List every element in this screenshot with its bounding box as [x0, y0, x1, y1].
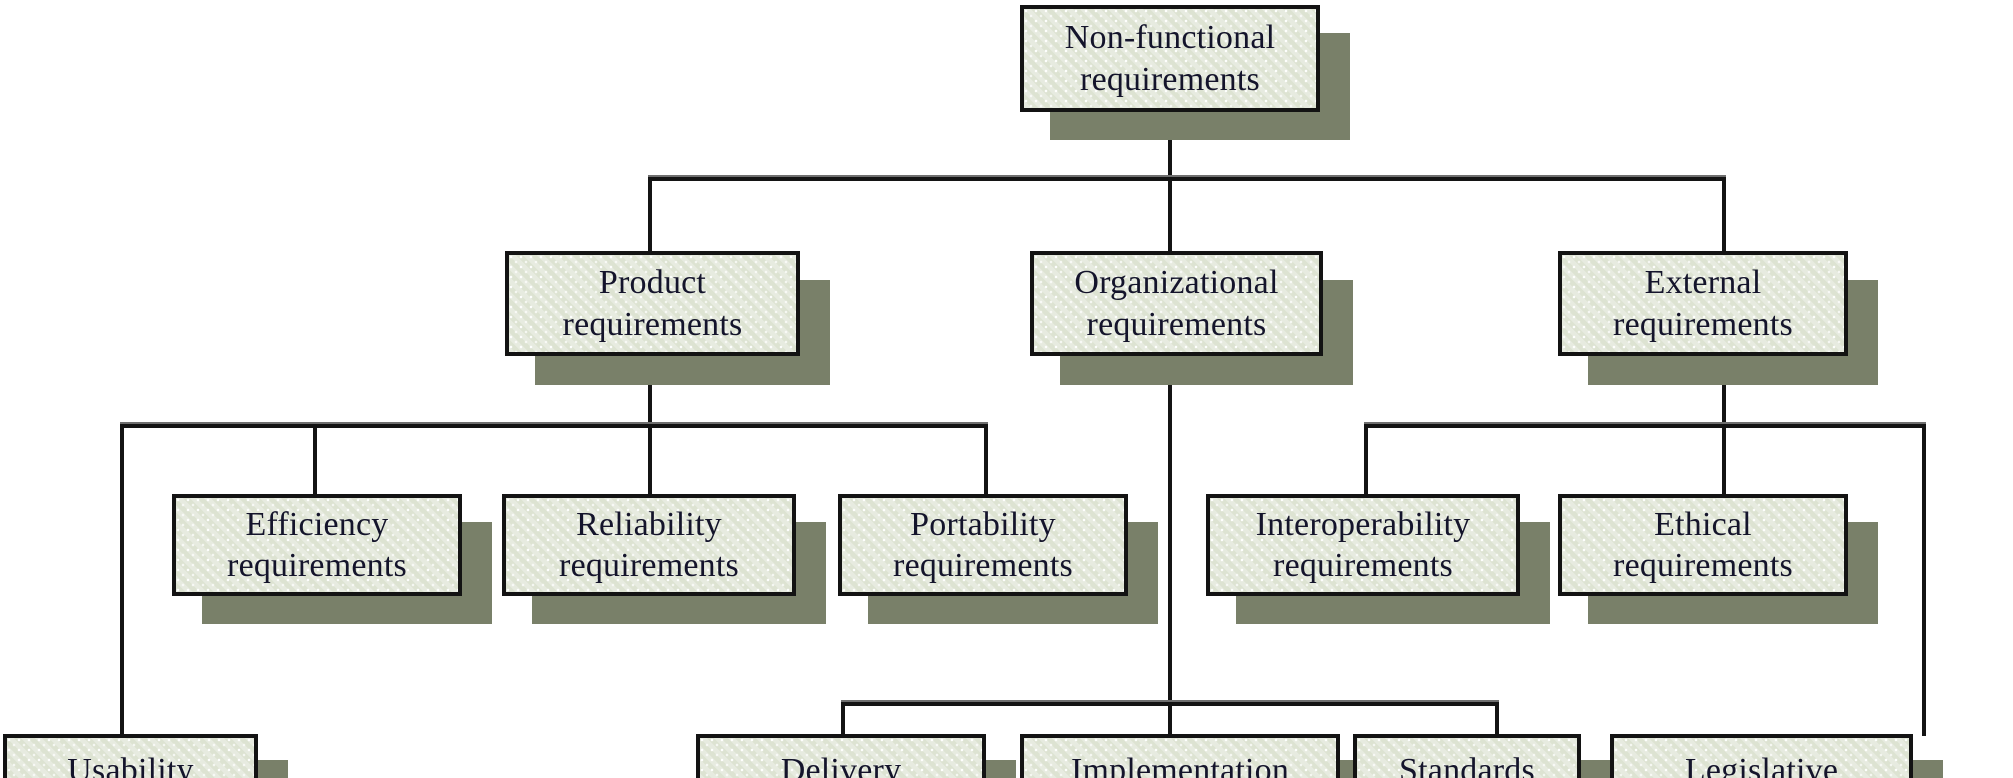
node-non-functional-requirements[interactable]: Non-functional requirements [1020, 5, 1320, 112]
edge-to-standards [1495, 702, 1499, 736]
node-label-line1: Non-functional [1064, 19, 1276, 57]
node-label-line2: requirements [1086, 305, 1267, 343]
node-label-line1: Efficiency [245, 505, 389, 543]
node-label-line1: Standards [1399, 752, 1535, 778]
edge-to-external [1722, 177, 1726, 253]
node-label-line2: requirements [1613, 305, 1793, 343]
edge-to-ethical [1722, 424, 1726, 496]
node-interoperability-requirements[interactable]: Interoperability requirements [1206, 494, 1520, 596]
node-label-line2: requirements [1273, 547, 1453, 584]
node-external-requirements[interactable]: External requirements [1558, 251, 1848, 356]
edge-to-interoperability [1364, 424, 1368, 496]
edge-product-stem [648, 355, 652, 427]
edge-to-delivery [841, 702, 845, 736]
node-label-line2: requirements [562, 305, 743, 343]
edge-to-portability [984, 424, 988, 496]
node-label-line2: requirements [1080, 60, 1260, 98]
node-label-line2: requirements [227, 547, 407, 584]
node-label-line2: requirements [893, 547, 1073, 584]
node-product-requirements[interactable]: Product requirements [505, 251, 800, 356]
node-reliability-requirements[interactable]: Reliability requirements [502, 494, 796, 596]
node-label-line1: Portability [910, 505, 1056, 543]
node-label-line1: Reliability [576, 505, 722, 543]
node-standards[interactable]: Standards [1353, 734, 1581, 778]
node-label-line2: requirements [559, 547, 739, 584]
edge-root-stem [1168, 100, 1172, 180]
edge-to-efficiency [313, 424, 317, 496]
node-label-line1: Usability [67, 752, 194, 778]
edge-product-bus [120, 422, 988, 428]
edge-to-product [648, 177, 652, 253]
node-legislative[interactable]: Legislative [1610, 734, 1913, 778]
node-label-line1: Ethical [1654, 505, 1752, 543]
node-label-line1: External [1644, 264, 1762, 302]
node-usability[interactable]: Usability [3, 734, 258, 778]
edge-level1-bus [648, 175, 1726, 181]
node-label-line1: Interoperability [1255, 505, 1471, 543]
node-label-line1: Organizational [1074, 264, 1279, 302]
node-portability-requirements[interactable]: Portability requirements [838, 494, 1128, 596]
edge-to-usability [120, 424, 124, 736]
node-label-line1: Delivery [780, 752, 902, 778]
edge-external-bus [1364, 422, 1926, 428]
node-implementation[interactable]: Implementation [1020, 734, 1340, 778]
edge-external-stem [1722, 355, 1726, 427]
edge-to-implementation [1168, 702, 1172, 736]
node-efficiency-requirements[interactable]: Efficiency requirements [172, 494, 462, 596]
node-organizational-requirements[interactable]: Organizational requirements [1030, 251, 1323, 356]
node-label-line2: requirements [1613, 547, 1793, 584]
node-label-line1: Implementation [1070, 752, 1290, 778]
node-label-line1: Legislative [1684, 752, 1839, 778]
node-label-line1: Product [598, 264, 707, 302]
edge-to-legislative [1922, 424, 1926, 736]
edge-organizational-stem [1168, 355, 1172, 705]
node-delivery[interactable]: Delivery [696, 734, 986, 778]
node-ethical-requirements[interactable]: Ethical requirements [1558, 494, 1848, 596]
edge-to-reliability [648, 424, 652, 496]
edge-to-organizational [1168, 177, 1172, 253]
